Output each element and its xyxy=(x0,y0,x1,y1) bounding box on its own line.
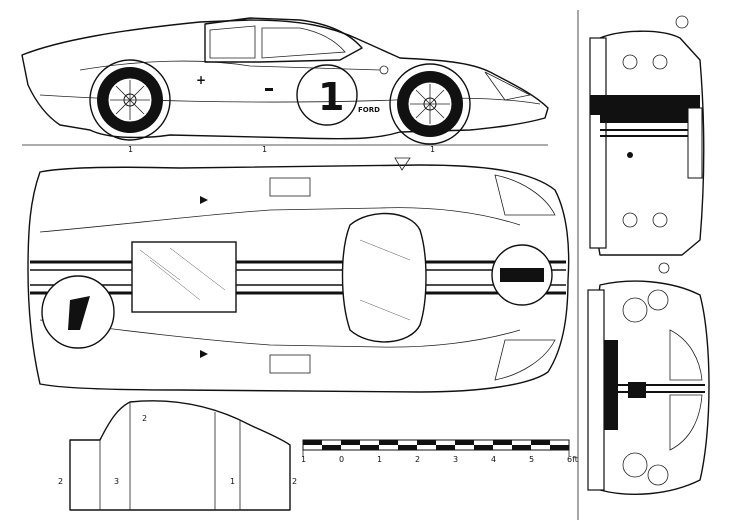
scale-tick-label: 2 xyxy=(415,455,420,464)
scale-tick-label: 6ft xyxy=(567,455,578,464)
scale-check xyxy=(322,445,341,450)
scale-tick-label: 4 xyxy=(491,455,496,464)
scale-tick-label: 0 xyxy=(339,455,344,464)
section-label-5: 2 xyxy=(292,477,297,486)
rear-view xyxy=(577,10,705,520)
side-tick-1: 1 xyxy=(128,145,133,154)
section-label-4: 1 xyxy=(230,477,235,486)
scale-tick-label: 1 xyxy=(377,455,382,464)
svg-text:+: + xyxy=(196,73,206,87)
side-tick-2: 1 xyxy=(262,145,267,154)
side-view: 1 FORD + 1 1 1 xyxy=(21,17,549,154)
scale-check xyxy=(341,440,360,445)
scale-tick-label: 1 xyxy=(301,455,306,464)
scale-check xyxy=(360,445,379,450)
scale-check xyxy=(417,440,436,445)
top-view xyxy=(27,157,570,393)
scale-check xyxy=(398,445,417,450)
scale-check xyxy=(550,445,569,450)
scale-check xyxy=(474,445,493,450)
racing-stripes xyxy=(30,260,566,295)
section-label-1: 2 xyxy=(142,414,147,423)
scale-tick-label: 3 xyxy=(453,455,458,464)
scale-check xyxy=(512,445,531,450)
scale-check xyxy=(531,440,550,445)
scale-bar: 1 0 1 2 3 4 5 6ft xyxy=(301,439,578,464)
front-view xyxy=(587,262,710,496)
scale-check xyxy=(436,445,455,450)
front-wheel xyxy=(89,59,171,141)
rear-wheel xyxy=(389,63,471,145)
scale-check xyxy=(303,440,322,445)
door-number: 1 xyxy=(318,75,344,119)
door-roundel: 1 FORD xyxy=(296,64,380,126)
section-label-2: 2 xyxy=(58,477,63,486)
scale-check xyxy=(379,440,398,445)
section-profile: 2 2 3 1 2 xyxy=(58,400,297,511)
scale-tick-label: 5 xyxy=(529,455,534,464)
side-tick-3: 1 xyxy=(430,145,435,154)
scale-check xyxy=(455,440,474,445)
section-label-3: 3 xyxy=(114,477,119,486)
door-text: FORD xyxy=(358,106,380,114)
scale-check xyxy=(493,440,512,445)
